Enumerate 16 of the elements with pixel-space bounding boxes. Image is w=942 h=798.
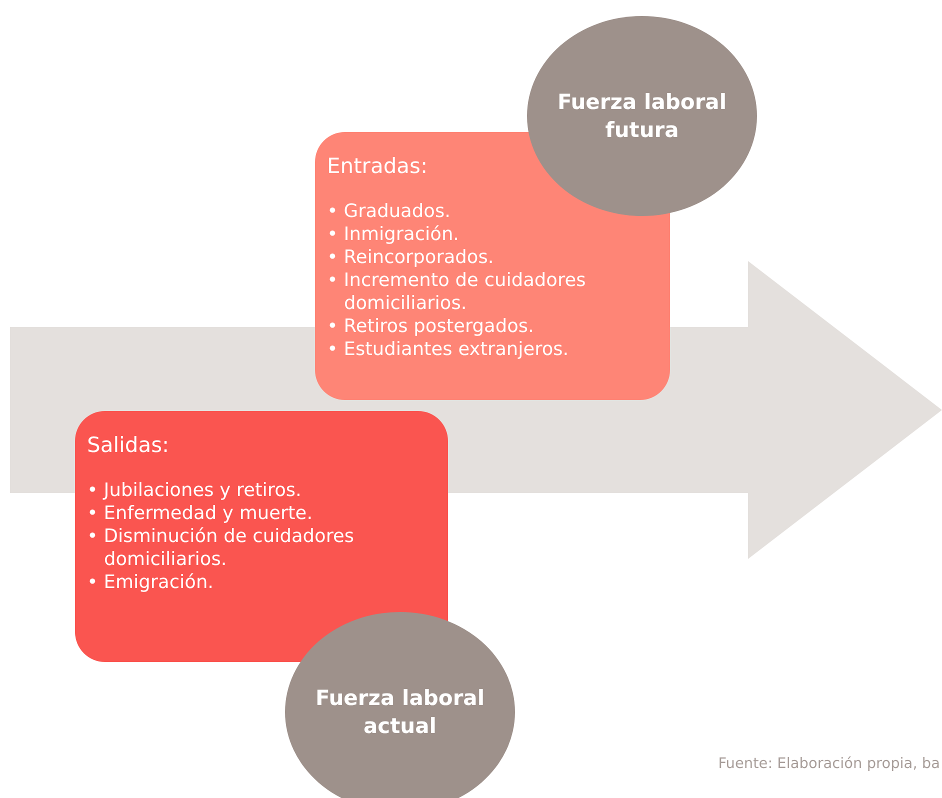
bullet-item: • Reincorporados. bbox=[327, 246, 495, 269]
source-note: Fuente: Elaboración propia, ba bbox=[718, 756, 940, 772]
circle-label: Fuerza laboral futura bbox=[556, 89, 728, 144]
bullet-item: • Inmigración. bbox=[327, 223, 460, 246]
circle-label: Fuerza laboral actual bbox=[314, 685, 486, 740]
bullet-item: • Retiros postergados. bbox=[327, 315, 535, 338]
bullet-item: • Estudiantes extranjeros. bbox=[327, 338, 570, 361]
bullet-item: • Jubilaciones y retiros. bbox=[87, 479, 302, 502]
card-heading: Entradas: bbox=[327, 154, 428, 178]
bullet-item: • Graduados. bbox=[327, 200, 452, 223]
bullet-item: • Disminución de cuidadores domiciliarios. bbox=[87, 525, 356, 571]
bullet-item: • Emigración. bbox=[87, 571, 215, 594]
bullet-item: • Enfermedad y muerte. bbox=[87, 502, 314, 525]
outflow-card bbox=[75, 411, 448, 662]
card-heading: Salidas: bbox=[87, 433, 170, 457]
bullet-item: • Incremento de cuidadores domiciliarios. bbox=[327, 269, 587, 315]
